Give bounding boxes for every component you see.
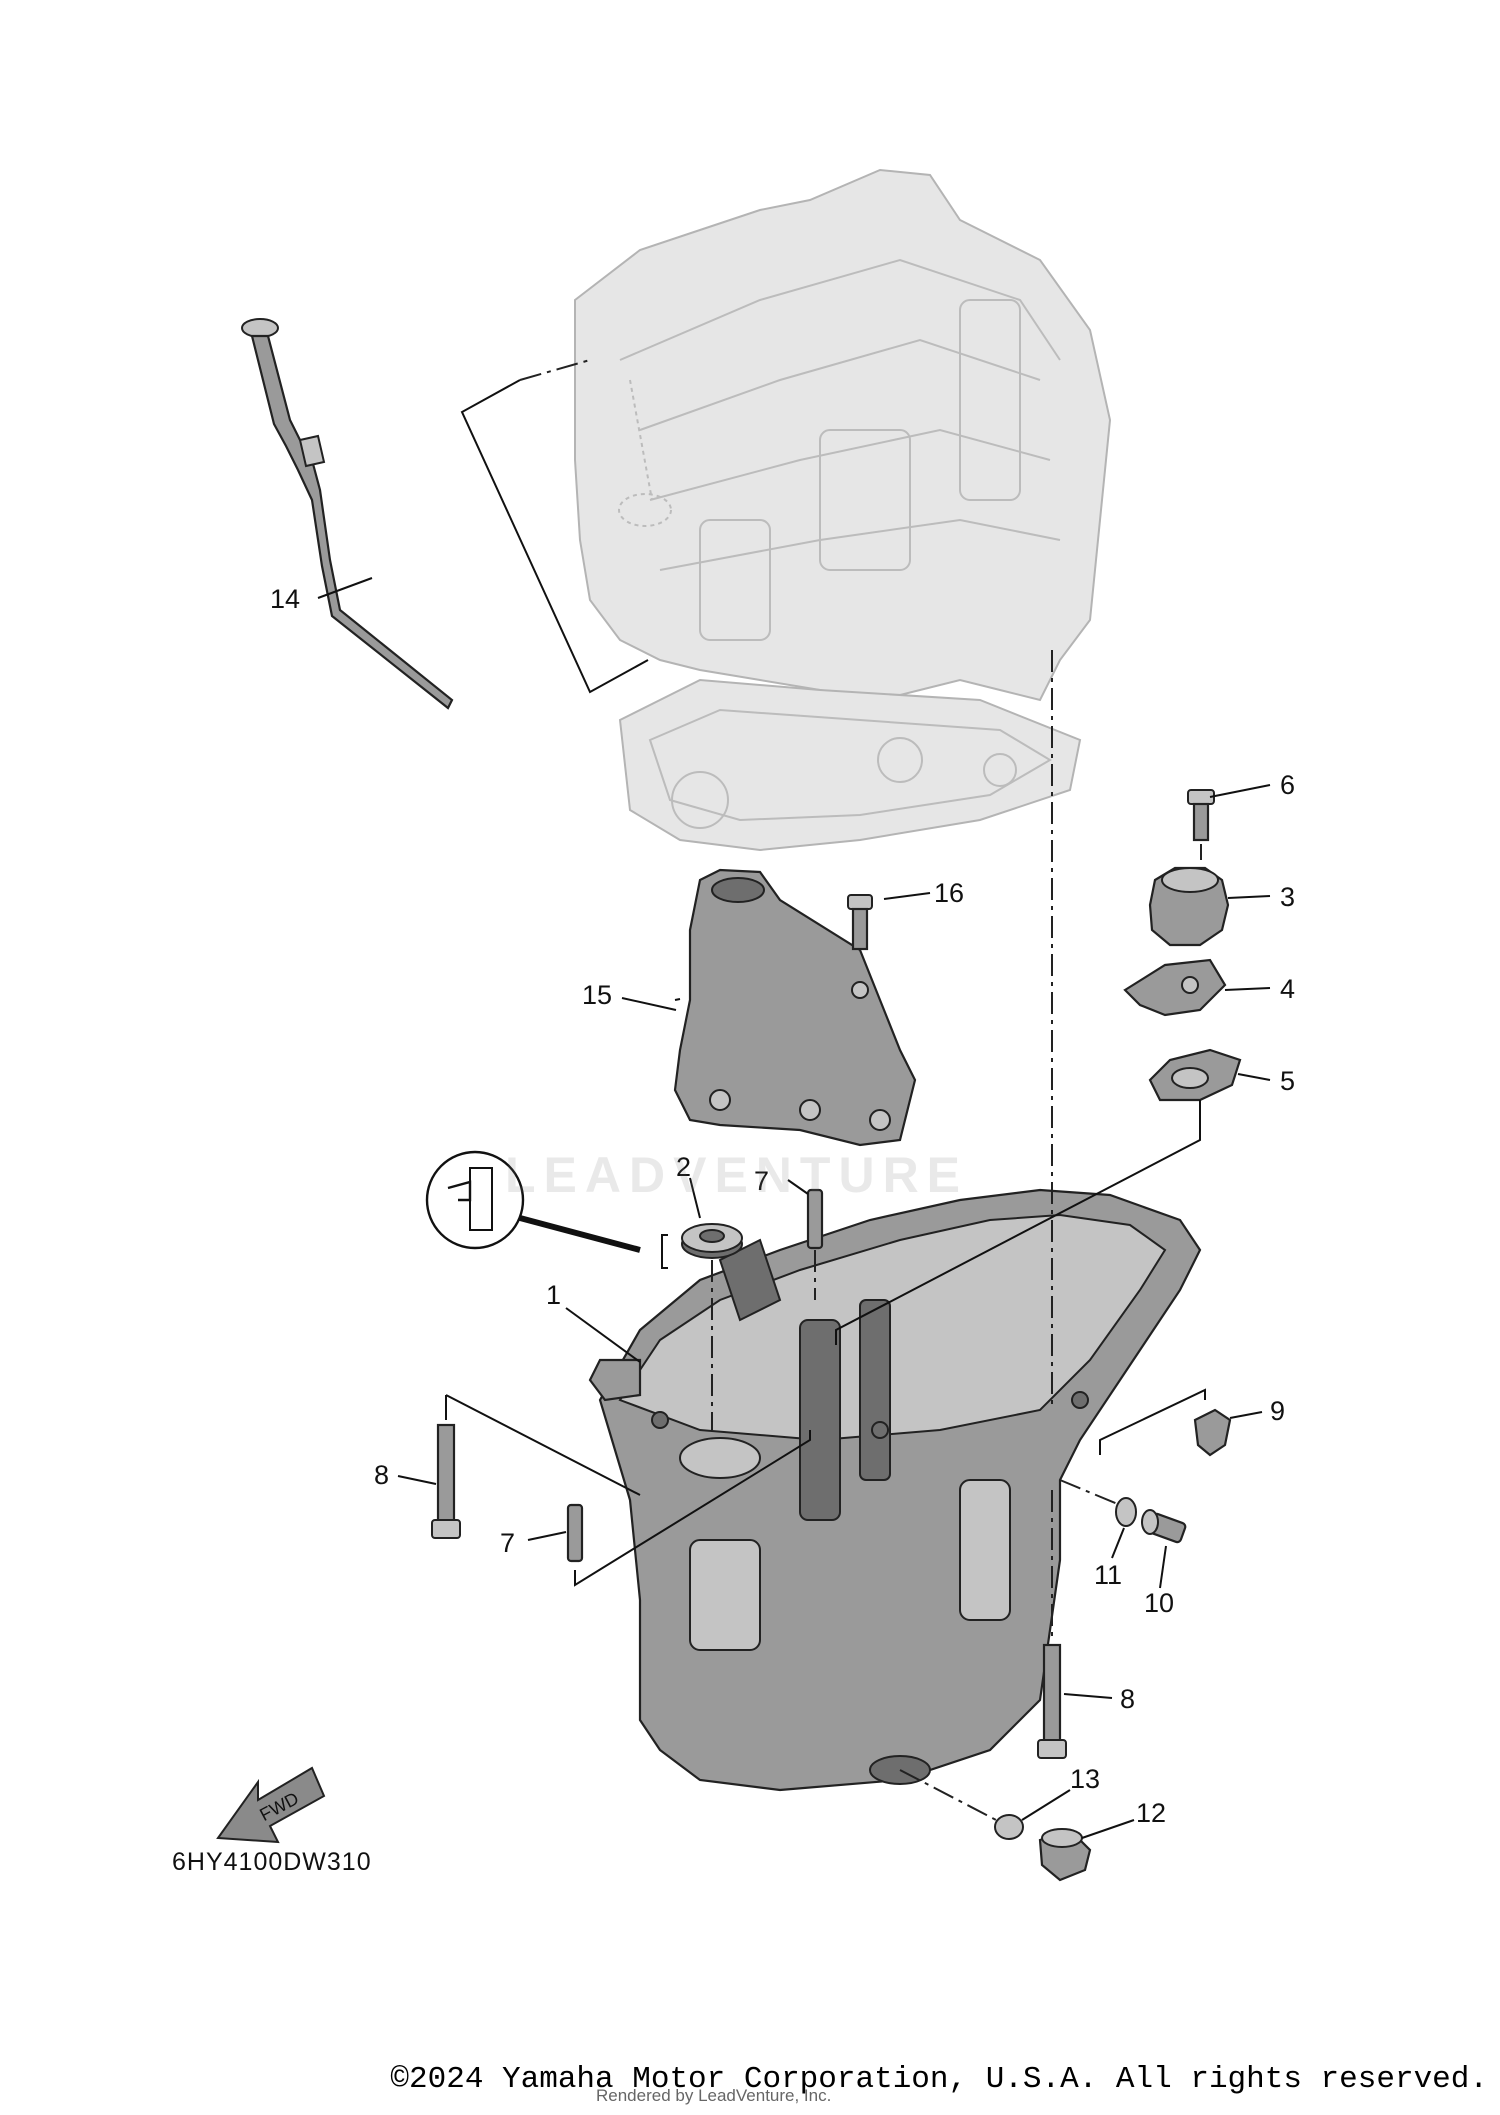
dowel-7-lower-part — [566, 1503, 584, 1563]
callout-2: 2 — [676, 1152, 691, 1182]
seal-2-part — [681, 1223, 743, 1259]
fwd-arrow-icon: FWD — [216, 1766, 326, 1844]
gasket-5-bracket — [835, 1100, 1201, 1345]
bolt-8-right-part — [1037, 1643, 1067, 1759]
callout-4: 4 — [1280, 974, 1295, 1004]
dowel-7-upper-part — [806, 1188, 824, 1250]
callout-10: 10 — [1144, 1588, 1174, 1618]
oil-strainer-bracket-part — [673, 868, 917, 1147]
watermark: LEADVENTURE — [505, 1147, 969, 1203]
bolt-8-left-bracket — [445, 1394, 641, 1496]
copyright-notice: ©2024 Yamaha Motor Corporation, U.S.A. A… — [390, 2062, 1488, 2097]
callout-8-right: 8 — [1120, 1684, 1135, 1714]
callout-12: 12 — [1136, 1798, 1166, 1828]
callout-6: 6 — [1280, 770, 1295, 800]
washer-11-part — [1115, 1497, 1137, 1527]
callout-14: 14 — [270, 584, 300, 614]
dipstick-leader-dash — [519, 359, 591, 381]
callout-3: 3 — [1280, 882, 1295, 912]
callout-leaders — [317, 577, 1271, 1839]
part-9-bracket — [1099, 1388, 1206, 1455]
oil-pan-part — [588, 1188, 1202, 1792]
callout-15: 15 — [582, 980, 612, 1010]
renderer-credit: Rendered by LeadVenture, Inc. — [596, 2086, 832, 2105]
diagram-code: 6HY4100DW310 — [172, 1848, 372, 1876]
drain-12-axis — [899, 1769, 1001, 1823]
drain-plug-12-part — [1038, 1828, 1092, 1882]
callout-1: 1 — [546, 1280, 561, 1310]
detail-magnifier-icon — [425, 1150, 668, 1269]
dipstick-part — [241, 318, 454, 710]
drain-10-axis — [1059, 1479, 1121, 1506]
dipstick-bracket — [460, 379, 649, 694]
part-4 — [1123, 958, 1227, 1017]
bolt-8-left-part — [431, 1423, 461, 1539]
washer-13-part — [994, 1814, 1024, 1840]
callout-labels: 1 2 3 4 5 6 7 7 8 8 9 10 11 12 13 14 15 … — [270, 584, 1295, 1828]
plug-10-part — [1141, 1509, 1187, 1544]
callout-7-lower: 7 — [500, 1528, 515, 1558]
callout-7-upper: 7 — [754, 1166, 769, 1196]
callout-5: 5 — [1280, 1066, 1295, 1096]
callout-16: 16 — [934, 878, 964, 908]
callout-8-left: 8 — [374, 1460, 389, 1490]
cover-3-part — [1148, 866, 1230, 947]
engine-block-ghost — [574, 168, 1112, 852]
dowel-lower-bracket — [574, 1430, 811, 1587]
callout-11: 11 — [1094, 1560, 1122, 1590]
bolt-6-part — [1187, 789, 1215, 842]
part-9 — [1193, 1408, 1232, 1457]
bolt-16-part — [847, 894, 873, 951]
callout-13: 13 — [1070, 1764, 1100, 1794]
callout-9: 9 — [1270, 1396, 1285, 1426]
gasket-5-part — [1148, 1048, 1242, 1102]
